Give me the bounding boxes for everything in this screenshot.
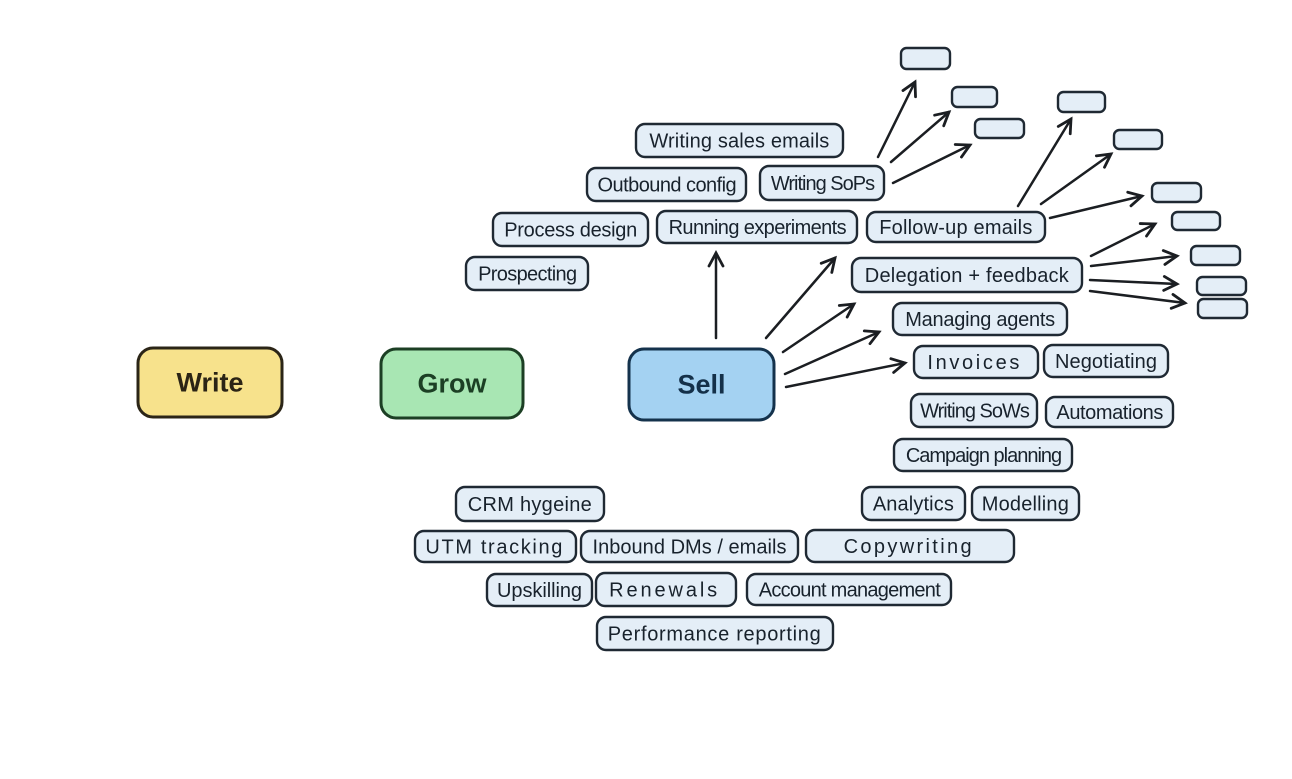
svg-text:Negotiating: Negotiating — [1055, 351, 1157, 373]
svg-text:Grow: Grow — [417, 369, 487, 399]
svg-text:Invoices: Invoices — [927, 352, 1022, 374]
svg-text:Copywriting: Copywriting — [844, 536, 974, 558]
svg-text:Performance reporting: Performance reporting — [608, 624, 822, 646]
svg-text:Write: Write — [176, 368, 243, 398]
svg-text:Upskilling: Upskilling — [497, 580, 582, 602]
svg-text:Managing agents: Managing agents — [905, 309, 1055, 331]
svg-text:Sell: Sell — [677, 370, 725, 400]
svg-text:Campaign planning: Campaign planning — [906, 445, 1061, 467]
svg-text:Delegation + feedback: Delegation + feedback — [865, 265, 1070, 287]
svg-text:Inbound DMs / emails: Inbound DMs / emails — [592, 537, 786, 559]
svg-text:Modelling: Modelling — [982, 494, 1069, 516]
svg-text:Follow-up emails: Follow-up emails — [879, 217, 1032, 239]
svg-text:Prospecting: Prospecting — [478, 264, 576, 286]
svg-text:Writing SoWs: Writing SoWs — [920, 401, 1030, 423]
svg-text:Renewals: Renewals — [609, 580, 720, 602]
svg-text:Writing sales emails: Writing sales emails — [649, 131, 829, 153]
svg-text:UTM tracking: UTM tracking — [425, 537, 564, 559]
svg-text:Outbound config: Outbound config — [598, 175, 737, 197]
svg-text:Process design: Process design — [504, 220, 637, 242]
svg-text:Writing SoPs: Writing SoPs — [771, 173, 875, 195]
svg-text:Automations: Automations — [1056, 402, 1163, 424]
svg-text:CRM hygeine: CRM hygeine — [468, 494, 592, 516]
svg-text:Running experiments: Running experiments — [669, 217, 847, 239]
svg-text:Analytics: Analytics — [873, 494, 954, 516]
svg-text:Account management: Account management — [759, 580, 941, 602]
